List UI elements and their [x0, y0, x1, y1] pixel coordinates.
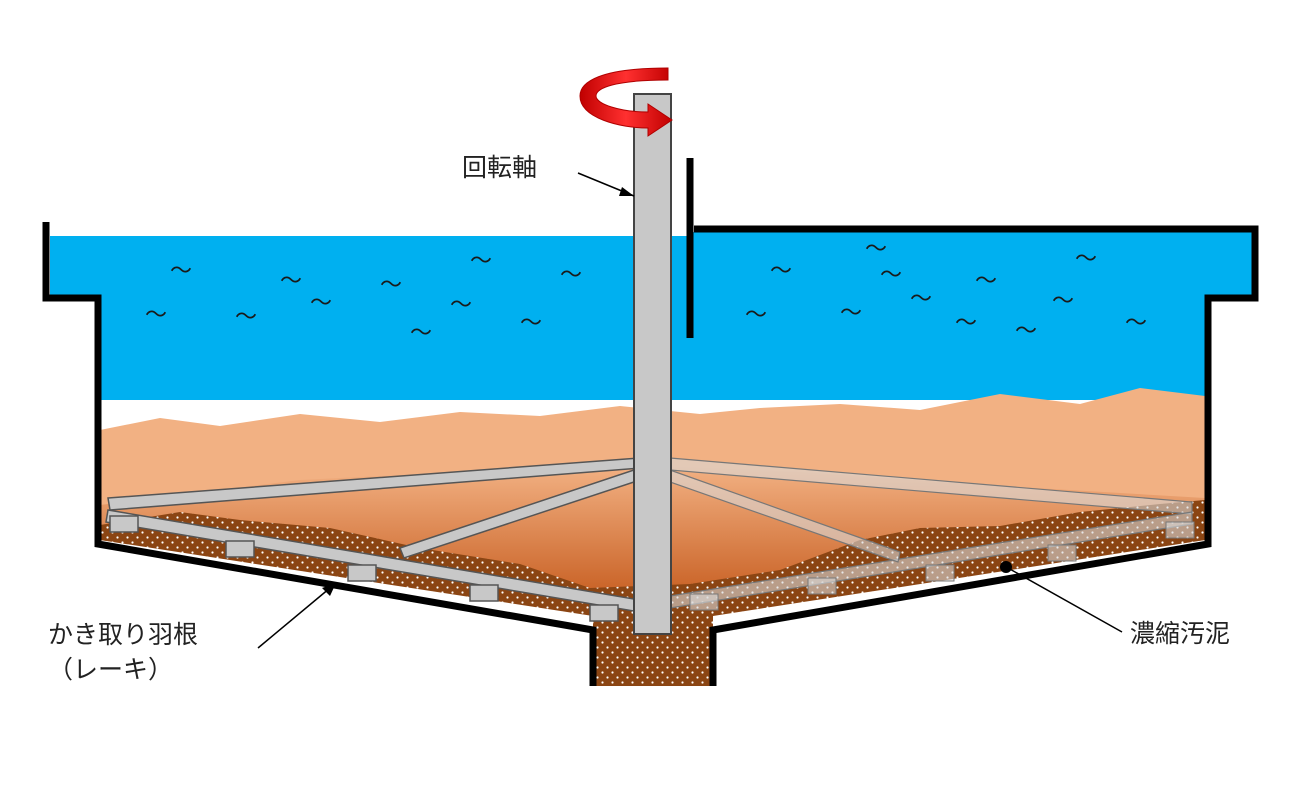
- tank-wall-right: [694, 225, 1259, 686]
- wave-glyph: ～: [520, 311, 542, 336]
- rake-assembly: [105, 457, 1195, 622]
- wave-glyph: ～: [1125, 311, 1147, 336]
- wave-glyph: ～: [145, 303, 167, 328]
- wave-glyph: ～: [560, 263, 582, 288]
- wave-glyph: ～: [1015, 319, 1037, 344]
- wave-glyph: ～: [865, 237, 887, 262]
- wave-glyph: ～: [975, 269, 997, 294]
- wave-glyph: ～: [235, 305, 257, 330]
- wave-glyph: ～: [955, 311, 977, 336]
- sludge-label: 濃縮汚泥: [1130, 619, 1230, 648]
- wave-glyph: ～: [410, 321, 432, 346]
- wave-glyph: ～: [770, 259, 792, 284]
- sludge-leader-dot: [1000, 561, 1012, 573]
- wave-glyph: ～: [170, 259, 192, 284]
- shaft-label: 回転軸: [462, 153, 537, 182]
- wave-glyph: ～: [380, 273, 402, 298]
- wave-glyph: ～: [280, 269, 302, 294]
- wave-glyph: ～: [1052, 289, 1074, 314]
- wave-glyph: ～: [840, 301, 862, 326]
- rotation-arrow-icon: [579, 67, 673, 137]
- wave-glyph: ～: [310, 291, 332, 316]
- wave-glyph: ～: [745, 303, 767, 328]
- rake-leader-line: [257, 587, 331, 649]
- rake-leader-arrowhead: [322, 583, 336, 596]
- rake-label-line1: かき取り羽根: [48, 620, 198, 649]
- rotating-shaft: [633, 93, 672, 635]
- wave-glyph: ～: [880, 263, 902, 288]
- wave-glyph: ～: [470, 249, 492, 274]
- wave-glyph: ～: [450, 293, 472, 318]
- shaft-leader-arrowhead: [619, 187, 634, 196]
- rake-label-line2: （レーキ）: [48, 655, 173, 684]
- wave-glyph: ～: [1075, 247, 1097, 272]
- water-surface-waves: ～～～～～～～～～～～～～～～～～～～～～～～: [145, 237, 1147, 346]
- sludge-leader-line: [1007, 567, 1123, 633]
- tank-wall-left: [42, 222, 597, 686]
- wave-glyph: ～: [910, 287, 932, 312]
